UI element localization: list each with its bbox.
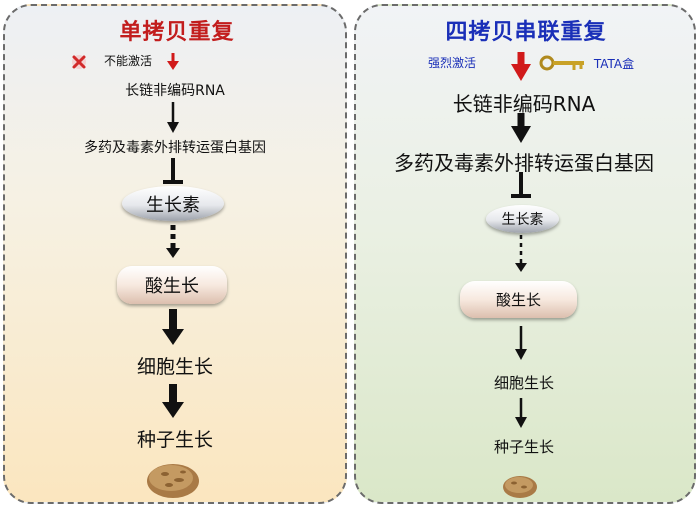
arrow-icon [162,384,184,418]
arrow-icon [167,102,179,133]
auxin-node: 生长素 [122,186,224,221]
x-mark-icon [72,55,86,69]
lncrna-label: 长链非编码RNA [452,92,596,116]
strong-activation-label: 强烈激活 [427,56,477,70]
four-copy-panel: 四拷贝串联重复 [354,4,696,504]
transporter-gene-label: 多药及毒素外排转运蛋白基因 [84,140,266,156]
acid-growth-node: 酸生长 [117,266,227,304]
four-copy-diagram-graphics [503,52,584,498]
single-copy-diagram-graphics [72,53,199,498]
dotted-arrow-icon [166,225,180,258]
red-arrow-icon [167,53,179,70]
tata-box-label: TATA盒 [593,57,635,71]
inhibit-icon [511,172,531,198]
transporter-gene-label: 多药及毒素外排转运蛋白基因 [394,151,654,175]
seed-icon [503,476,537,498]
cell-growth-label: 细胞生长 [493,374,555,392]
auxin-node: 生长素 [486,205,559,233]
dotted-arrow-icon [515,235,527,272]
cell-growth-label: 细胞生长 [136,356,214,378]
arrow-icon [511,113,531,143]
seed-icon [147,464,199,498]
inhibit-icon [163,158,183,184]
four-copy-title: 四拷贝串联重复 [445,20,607,45]
auxin-label: 生长素 [146,194,200,216]
no-activation-label: 不能激活 [103,54,153,68]
single-copy-title: 单拷贝重复 [119,20,235,45]
arrow-icon [515,398,527,428]
acid-growth-node: 酸生长 [460,281,577,318]
seed-growth-label: 种子生长 [493,438,555,456]
arrow-icon [515,326,527,360]
key-icon [539,55,584,71]
acid-growth-label: 酸生长 [145,276,199,297]
lncrna-label: 长链非编码RNA [125,83,225,99]
red-arrow-icon [511,52,531,81]
auxin-label: 生长素 [501,212,544,228]
acid-growth-label: 酸生长 [495,291,541,309]
seed-growth-label: 种子生长 [136,429,214,451]
single-copy-panel: 单拷贝重复 [3,4,347,504]
arrow-icon [162,309,184,345]
